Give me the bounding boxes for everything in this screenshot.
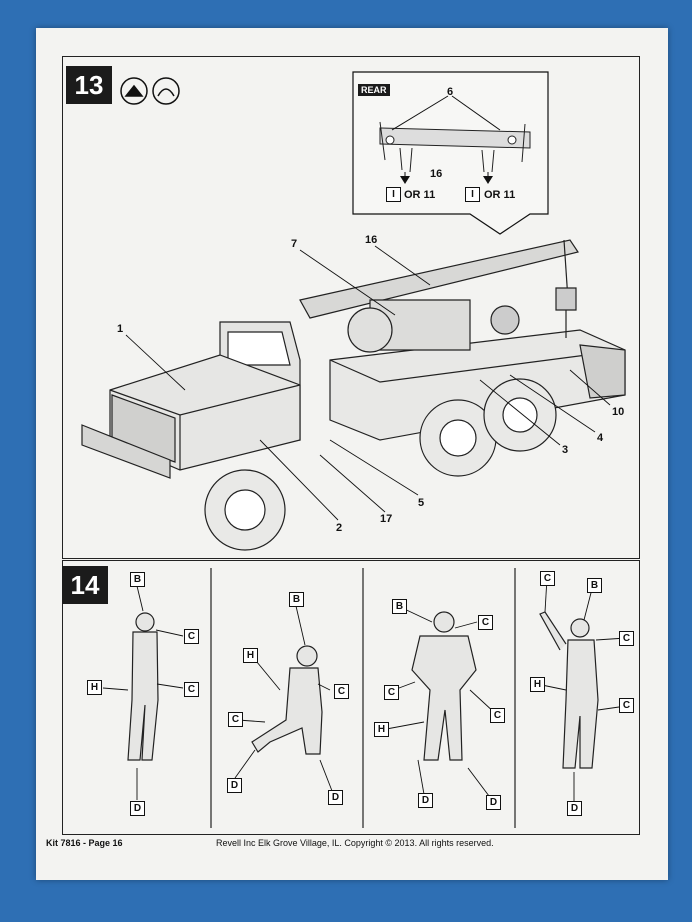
- truck-illustration: [81, 239, 626, 551]
- fig1-label-d: D: [130, 801, 145, 816]
- inset-title: REAR: [361, 85, 387, 95]
- callout-2: 2: [336, 522, 343, 534]
- callout-10: 10: [612, 406, 625, 418]
- fig3-label-c3: C: [490, 708, 505, 723]
- fig2-label-b: B: [289, 592, 304, 607]
- callout-1: 1: [117, 323, 124, 335]
- fig4-label-c2: C: [619, 631, 634, 646]
- fig4-label-d: D: [567, 801, 582, 816]
- fig2-label-h: H: [243, 648, 258, 663]
- inset-choice-right-box: I: [465, 187, 480, 202]
- fig2-label-c1: C: [228, 712, 243, 727]
- callout-leaders: [125, 245, 611, 521]
- fig1-label-b: B: [130, 572, 145, 587]
- fig3-label-d1: D: [418, 793, 433, 808]
- inset-part-6: 6: [447, 86, 454, 98]
- step-13-panel: [62, 56, 640, 559]
- step-13-number: 13: [66, 66, 112, 104]
- callout-7: 7: [291, 238, 298, 250]
- fig2-label-d1: D: [227, 778, 242, 793]
- fig1-label-c2: C: [184, 682, 199, 697]
- fig3-label-c2: C: [384, 685, 399, 700]
- fig1-label-c1: C: [184, 629, 199, 644]
- glue-icon: [120, 77, 148, 105]
- fig3-label-h: H: [374, 722, 389, 737]
- inset-part-16: 16: [430, 168, 443, 180]
- callout-17: 17: [380, 513, 393, 525]
- step-14-panel: [62, 560, 640, 835]
- callout-16: 16: [365, 234, 378, 246]
- fig2-label-d2: D: [328, 790, 343, 805]
- figure-silhouettes: [127, 611, 599, 769]
- inset-choice-left-text: OR 11: [404, 189, 436, 201]
- optional-icon: [152, 77, 180, 105]
- fig4-label-b: B: [587, 578, 602, 593]
- callout-5: 5: [418, 497, 425, 509]
- callout-3: 3: [562, 444, 569, 456]
- step-14-number: 14: [62, 566, 108, 604]
- fig1-label-h: H: [87, 680, 102, 695]
- fig4-label-c3: C: [619, 698, 634, 713]
- fig3-label-b: B: [392, 599, 407, 614]
- step-14-dividers: [210, 568, 516, 828]
- inset-choice-left-box: I: [386, 187, 401, 202]
- footer-copyright: Revell Inc Elk Grove Village, IL. Copyri…: [216, 838, 494, 848]
- fig4-label-h: H: [530, 677, 545, 692]
- footer-kit-page: Kit 7816 - Page 16: [46, 838, 123, 848]
- fig2-label-c2: C: [334, 684, 349, 699]
- callout-4: 4: [597, 432, 604, 444]
- rear-inset: [352, 71, 549, 235]
- fig4-label-c1: C: [540, 571, 555, 586]
- fig3-label-c1: C: [478, 615, 493, 630]
- fig3-label-d2: D: [486, 795, 501, 810]
- inset-choice-right-text: OR 11: [484, 189, 516, 201]
